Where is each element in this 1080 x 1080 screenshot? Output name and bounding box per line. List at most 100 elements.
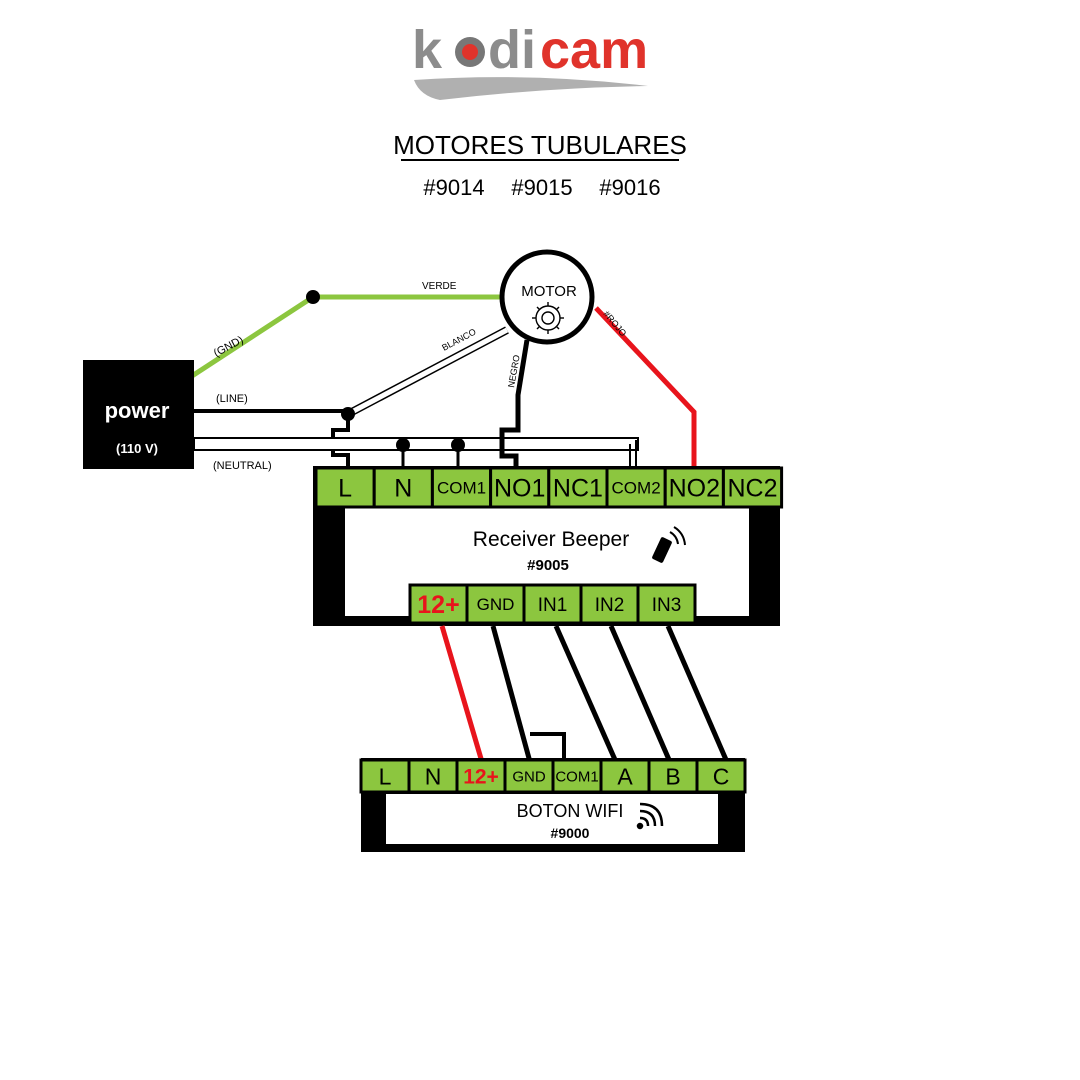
- terminal-label: L: [379, 763, 392, 789]
- power-label: power: [105, 398, 170, 423]
- wire-in2: [608, 625, 673, 763]
- wire-label-verde: VERDE: [422, 281, 457, 292]
- wire-12v: [439, 625, 485, 763]
- terminal-label: A: [617, 763, 633, 789]
- wire-gnd: [490, 625, 533, 763]
- terminal-box: [407, 758, 459, 794]
- receiver-beeper: Receiver Beeper #9005 L N COM1 NO1 NC1 COM2 NO…: [313, 466, 784, 626]
- kodicam-logo: k di cam: [412, 20, 648, 100]
- terminal-nc1: NC1: [547, 466, 609, 509]
- gear-icon: [532, 302, 564, 334]
- terminal-box: [695, 758, 747, 794]
- terminal-label: 12+: [463, 766, 499, 789]
- terminal-no2: NO2: [663, 466, 725, 509]
- terminal-a: A: [599, 758, 651, 794]
- terminal-box: [372, 466, 434, 509]
- wire-label-gnd: (GND): [212, 334, 246, 360]
- wire-label-rojo: #ROJO: [601, 309, 628, 338]
- terminal-label: IN2: [595, 595, 625, 616]
- terminal-label: N: [394, 475, 412, 503]
- power-voltage: (110 V): [116, 441, 158, 456]
- terminal-label: COM2: [612, 479, 661, 498]
- power-source: power (110 V): [83, 360, 194, 469]
- wire-rojo: [594, 306, 697, 468]
- terminal-label: 12+: [417, 591, 459, 619]
- motor-label: MOTOR: [521, 283, 577, 300]
- wifi-signal-icon: [636, 802, 664, 830]
- terminal-box: [551, 758, 603, 794]
- terminal-box: [663, 466, 725, 509]
- wifi-panel: [386, 794, 718, 844]
- terminal-label: C: [713, 763, 730, 789]
- logo-letters-cam: cam: [540, 20, 648, 80]
- terminal-label: N: [425, 763, 442, 789]
- terminal-l: L: [314, 466, 376, 509]
- wire-in1: [553, 624, 619, 764]
- terminal-nc2: NC2: [721, 466, 784, 509]
- wifi-model: #9000: [551, 825, 590, 841]
- terminal-in2: IN2: [579, 583, 640, 625]
- terminal-label: NC1: [553, 475, 603, 503]
- terminal-12: 12+: [455, 758, 507, 794]
- terminal-box: [647, 758, 699, 794]
- boton-wifi: BOTON WIFI #9000 L N 12+ GND COM1 A B C: [359, 758, 747, 852]
- wire-label-neutral: (NEUTRAL): [213, 460, 272, 472]
- terminal-label: NO1: [494, 475, 545, 503]
- remote-control-icon: [652, 526, 686, 563]
- terminal-label: IN3: [652, 595, 682, 616]
- terminal-label: NC2: [727, 475, 777, 503]
- terminal-box: [408, 583, 469, 625]
- terminal-box: [489, 466, 551, 509]
- terminal-n: N: [372, 466, 434, 509]
- terminal-b: B: [647, 758, 699, 794]
- logo-lens-center: [462, 44, 478, 60]
- terminal-in1: IN1: [522, 583, 583, 625]
- terminal-box: [314, 466, 376, 509]
- receiver-model: #9005: [527, 557, 569, 574]
- page-title: MOTORES TUBULARES: [393, 130, 687, 160]
- terminal-label: GND: [477, 595, 515, 614]
- model-number: #9015: [511, 175, 572, 200]
- power-box: [83, 360, 194, 469]
- terminal-label: L: [338, 475, 352, 503]
- model-number: #9016: [599, 175, 660, 200]
- wire-in3: [665, 625, 730, 763]
- terminal-label: IN1: [538, 595, 568, 616]
- terminal-com1: COM1: [551, 758, 603, 794]
- terminal-no1: NO1: [489, 466, 551, 509]
- wifi-terminals: L N 12+ GND COM1 A B C: [359, 758, 747, 794]
- terminal-in3: IN3: [636, 583, 697, 625]
- wire-neutral-bus: [193, 437, 639, 451]
- terminal-label: NO2: [669, 475, 720, 503]
- wifi-name: BOTON WIFI: [517, 801, 624, 821]
- terminal-gnd: GND: [465, 583, 526, 625]
- wire-label-line: (LINE): [216, 393, 248, 405]
- terminal-gnd: GND: [503, 758, 555, 794]
- terminal-box: [721, 466, 784, 509]
- terminal-box: [359, 758, 411, 794]
- terminal-l: L: [359, 758, 411, 794]
- terminal-label: COM1: [555, 768, 598, 785]
- terminal-label: GND: [512, 768, 546, 785]
- terminal-c: C: [695, 758, 747, 794]
- terminal-12: 12+: [408, 583, 469, 625]
- terminal-box: [636, 583, 697, 625]
- model-number: #9014: [423, 175, 484, 200]
- terminal-label: COM1: [437, 479, 486, 498]
- terminal-com1: COM1: [430, 466, 493, 509]
- motor: MOTOR: [499, 249, 595, 345]
- receiver-bottom-terminals: 12+ GND IN1 IN2 IN3: [408, 583, 697, 625]
- terminal-com2: COM2: [605, 466, 667, 509]
- receiver-name: Receiver Beeper: [473, 528, 629, 551]
- logo-swoosh: [414, 77, 648, 100]
- motor-body: [499, 249, 595, 345]
- wire-negro: [499, 339, 530, 468]
- terminal-label: B: [665, 763, 680, 789]
- terminal-n: N: [407, 758, 459, 794]
- logo-letter-k: k: [412, 20, 443, 80]
- wire-gnd-com-bridge: [530, 732, 566, 762]
- logo-letters-di: di: [488, 20, 536, 80]
- wire-junction: [306, 290, 320, 304]
